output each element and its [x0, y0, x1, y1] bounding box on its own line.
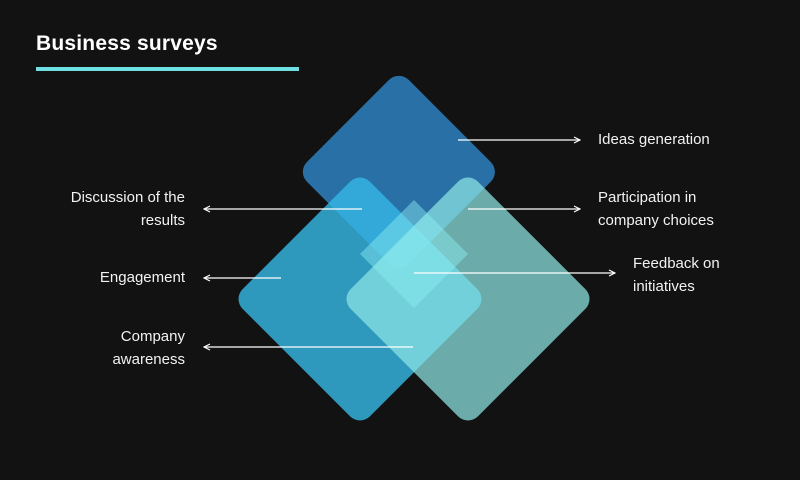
label-ideas-generation: Ideas generation [598, 131, 710, 148]
page-title: Business surveys [36, 32, 218, 55]
diamond-center-overlap [360, 200, 468, 308]
title-underline [36, 67, 299, 71]
diamond-right [346, 177, 590, 421]
label-company-awareness: Company awareness [112, 328, 185, 368]
label-participation: Participation in company choices [598, 189, 714, 229]
label-engagement: Engagement [99, 269, 185, 286]
label-feedback-on-initiatives: Feedback on initiatives [633, 255, 720, 295]
label-discussion-of-results: Discussion of the results [70, 189, 185, 229]
